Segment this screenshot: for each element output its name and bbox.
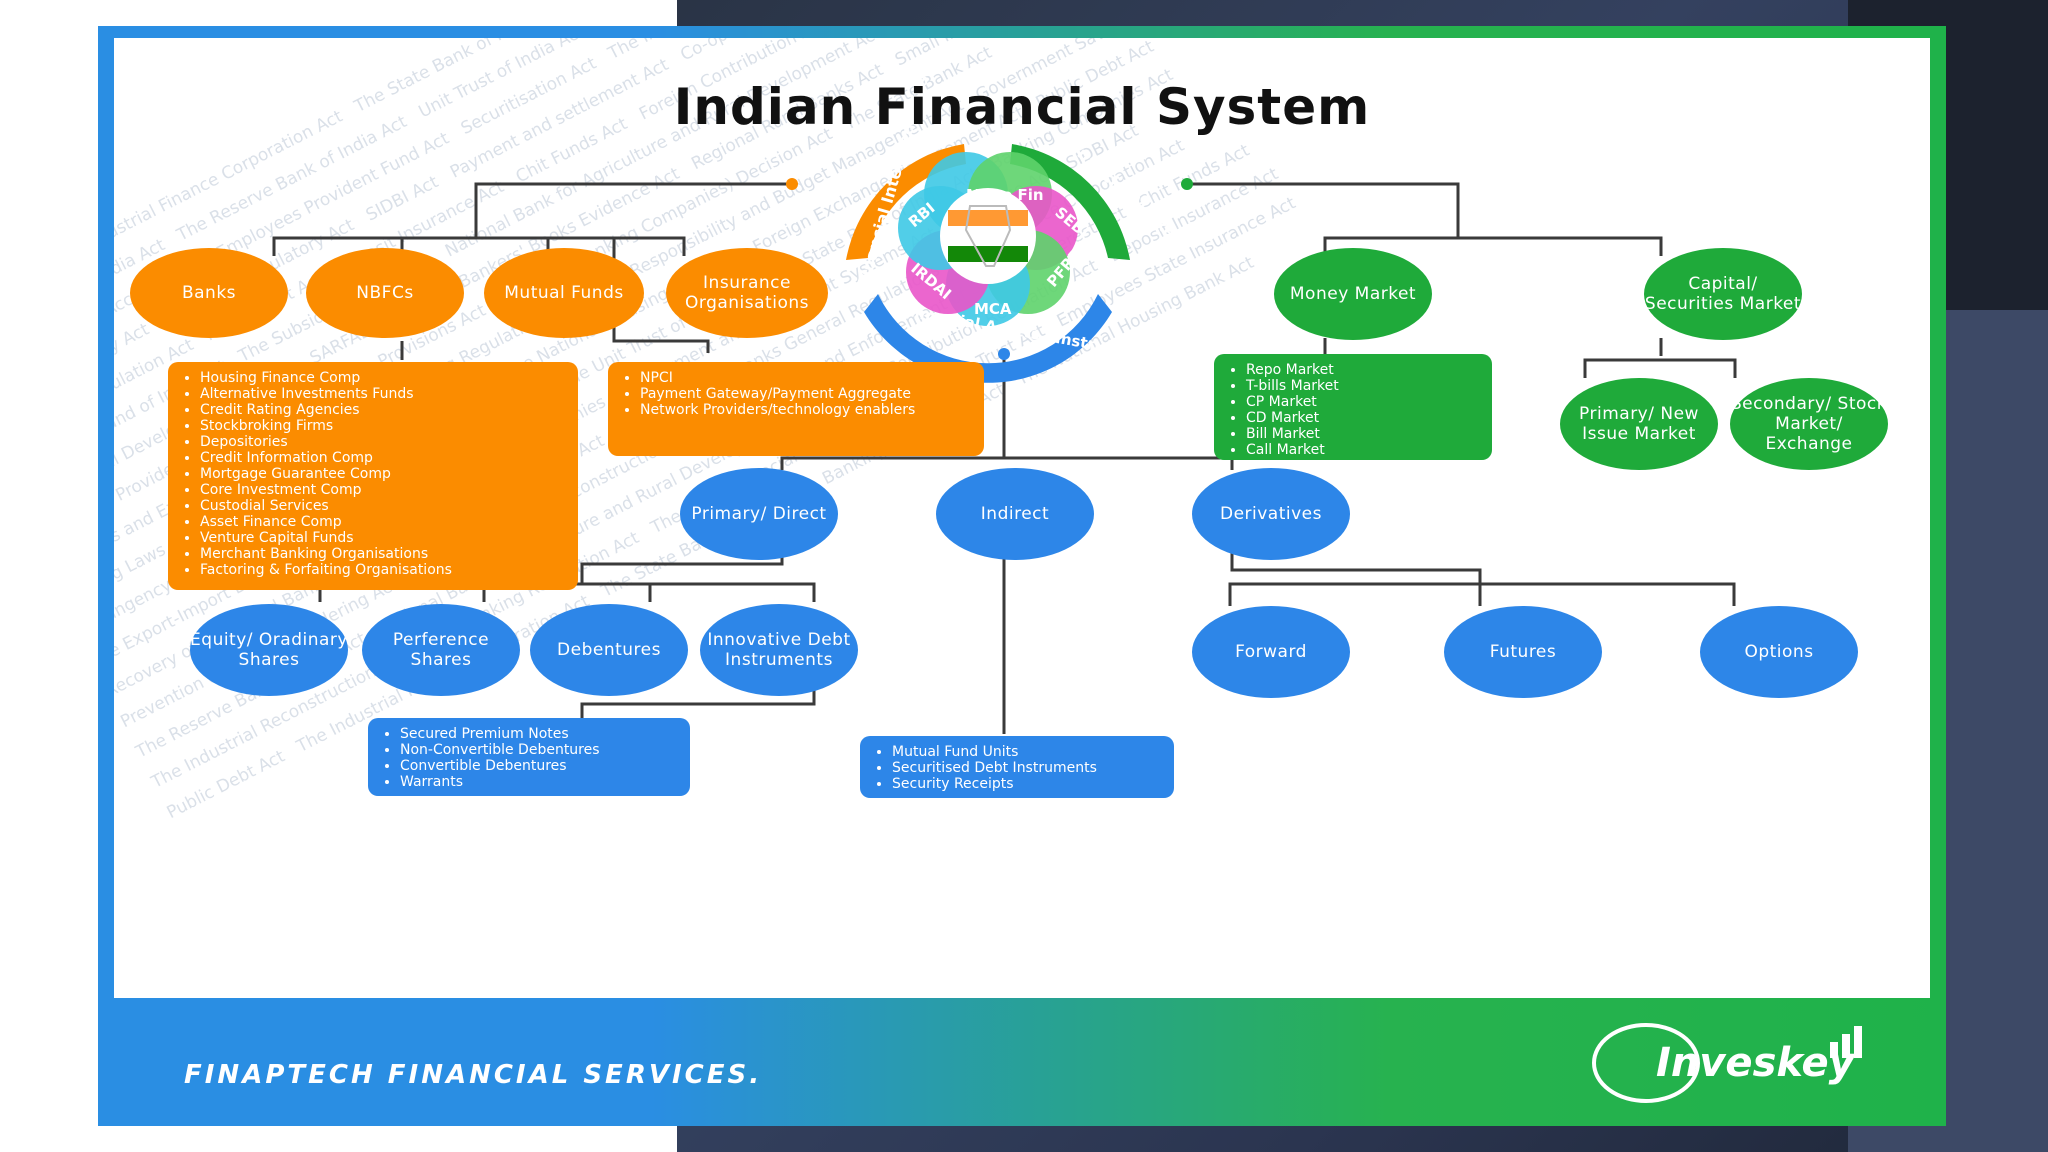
options-node: Options bbox=[1700, 606, 1858, 698]
money-market-node: Money Market bbox=[1274, 248, 1432, 340]
inveskey-logo: Inveskey bbox=[1586, 1018, 1886, 1108]
list-item: Factoring & Forfaiting Organisations bbox=[200, 562, 568, 578]
nbfc-list-box: Housing Finance Comp Alternative Investm… bbox=[168, 362, 578, 590]
payment-list-box: NPCI Payment Gateway/Payment Aggregate N… bbox=[608, 362, 984, 456]
futures-node: Futures bbox=[1444, 606, 1602, 698]
list-item: Housing Finance Comp bbox=[200, 370, 568, 386]
list-item: Mutual Fund Units bbox=[892, 744, 1164, 760]
list-item: T-bills Market bbox=[1246, 378, 1482, 394]
assets-connector-dot bbox=[998, 348, 1010, 360]
indirect-node: Indirect bbox=[936, 468, 1094, 560]
primary-direct-node: Primary/ Direct bbox=[680, 468, 838, 560]
list-item: Non-Convertible Debentures bbox=[400, 742, 680, 758]
infographic-canvas: Public Debt Act The Industrial Finance C… bbox=[114, 38, 1930, 998]
list-item: Network Providers/technology enablers bbox=[640, 402, 974, 418]
list-item: Alternative Investments Funds bbox=[200, 386, 568, 402]
flag-saffron bbox=[948, 210, 1028, 226]
innovative-list-box: Secured Premium Notes Non-Convertible De… bbox=[368, 718, 690, 796]
money-market-list-box: Repo Market T-bills Market CP Market CD … bbox=[1214, 354, 1492, 460]
list-item: Asset Finance Comp bbox=[200, 514, 568, 530]
footer-bar: FINAPTECH FINANCIAL SERVICES. Inveskey bbox=[98, 998, 1946, 1126]
indirect-list-box: Mutual Fund Units Securitised Debt Instr… bbox=[860, 736, 1174, 798]
list-item: NPCI bbox=[640, 370, 974, 386]
banks-node: Banks bbox=[130, 248, 288, 338]
logo-swoosh-icon bbox=[1592, 1023, 1862, 1103]
innovative-debt-node: Innovative Debt Instruments bbox=[700, 604, 858, 696]
derivatives-node: Derivatives bbox=[1192, 468, 1350, 560]
list-item: Mortgage Guarantee Comp bbox=[200, 466, 568, 482]
mutual-funds-node: Mutual Funds bbox=[484, 248, 644, 338]
forward-node: Forward bbox=[1192, 606, 1350, 698]
connector-lines: Min o Fin SEBI PFRDA MCA IRDAI RBI Finan… bbox=[272, 73, 1737, 734]
nbfcs-node: NBFCs bbox=[306, 248, 464, 338]
list-item: CP Market bbox=[1246, 394, 1482, 410]
list-item: Security Receipts bbox=[892, 776, 1164, 792]
flag-green bbox=[948, 246, 1028, 262]
list-item: Stockbroking Firms bbox=[200, 418, 568, 434]
central-hub bbox=[846, 144, 1130, 383]
list-item: Secured Premium Notes bbox=[400, 726, 680, 742]
markets-connector-dot bbox=[1181, 178, 1193, 190]
list-item: Repo Market bbox=[1246, 362, 1482, 378]
list-item: Payment Gateway/Payment Aggregate bbox=[640, 386, 974, 402]
preference-shares-node: Perference Shares bbox=[362, 604, 520, 696]
assets-arc bbox=[864, 294, 1112, 383]
list-item: Convertible Debentures bbox=[400, 758, 680, 774]
india-map-icon bbox=[964, 205, 1012, 267]
infographic-frame: Public Debt Act The Industrial Finance C… bbox=[98, 26, 1946, 1126]
list-item: Credit Information Comp bbox=[200, 450, 568, 466]
list-item: Bill Market bbox=[1246, 426, 1482, 442]
intermediaries-connector-dot bbox=[786, 178, 798, 190]
secondary-market-node: Secondary/ Stock Market/ Exchange bbox=[1730, 378, 1888, 470]
list-item: Securitised Debt Instruments bbox=[892, 760, 1164, 776]
debentures-node: Debentures bbox=[530, 604, 688, 696]
list-item: Merchant Banking Organisations bbox=[200, 546, 568, 562]
regulator-mca: MCA bbox=[974, 300, 1012, 318]
list-item: Custodial Services bbox=[200, 498, 568, 514]
capital-market-node: Capital/ Securities Market bbox=[1644, 248, 1802, 340]
insurance-node: Insurance Organisations bbox=[666, 248, 828, 338]
list-item: CD Market bbox=[1246, 410, 1482, 426]
list-item: Core Investment Comp bbox=[200, 482, 568, 498]
list-item: Credit Rating Agencies bbox=[200, 402, 568, 418]
list-item: Call Market bbox=[1246, 442, 1482, 458]
regulator-min-o-fin: Min o Fin bbox=[966, 186, 1044, 204]
list-item: Venture Capital Funds bbox=[200, 530, 568, 546]
list-item: Depositories bbox=[200, 434, 568, 450]
company-name: FINAPTECH FINANCIAL SERVICES. bbox=[184, 1060, 763, 1090]
primary-market-node: Primary/ New Issue Market bbox=[1560, 378, 1718, 470]
list-item: Warrants bbox=[400, 774, 680, 790]
page-title: Indian Financial System bbox=[673, 78, 1371, 136]
equity-node: Equity/ Oradinary Shares bbox=[190, 604, 348, 696]
